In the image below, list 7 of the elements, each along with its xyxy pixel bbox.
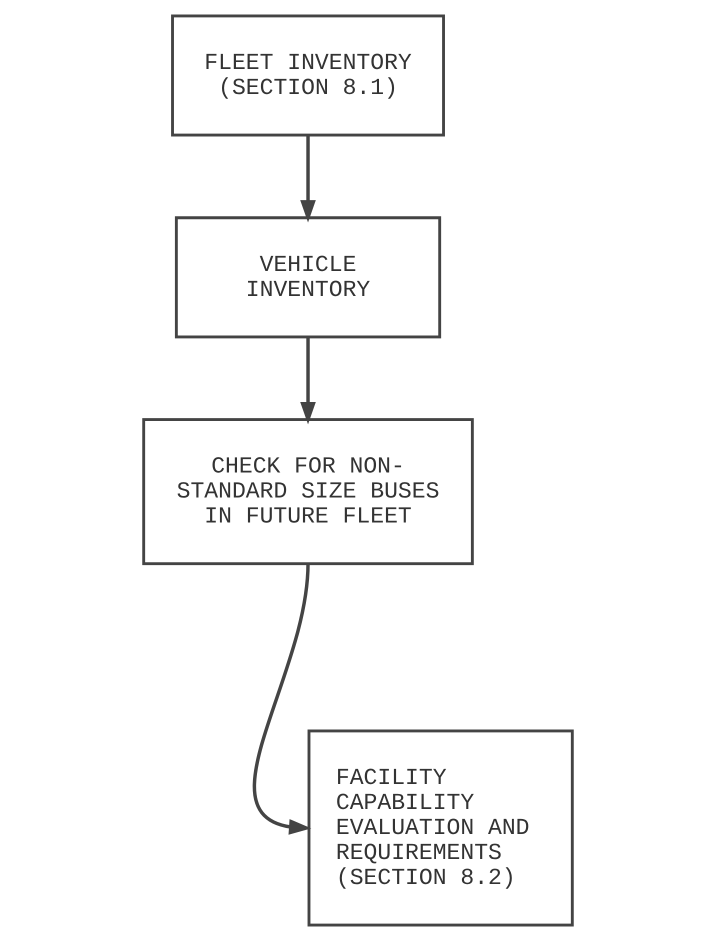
arrow bbox=[300, 135, 316, 222]
node-box: FLEET INVENTORY (SECTION 8.1) bbox=[170, 14, 444, 137]
arrow bbox=[252, 564, 311, 835]
arrow bbox=[300, 337, 316, 424]
node-box: CHECK FOR NON-STANDARD SIZE BUSES IN FUTURE FLEET bbox=[142, 418, 474, 566]
node-box: FACILITY CAPABILITY EVALUATION AND REQUIREMENTS (SECTION 8.2) bbox=[307, 730, 574, 927]
node-box: VEHICLE INVENTORY bbox=[174, 216, 441, 338]
